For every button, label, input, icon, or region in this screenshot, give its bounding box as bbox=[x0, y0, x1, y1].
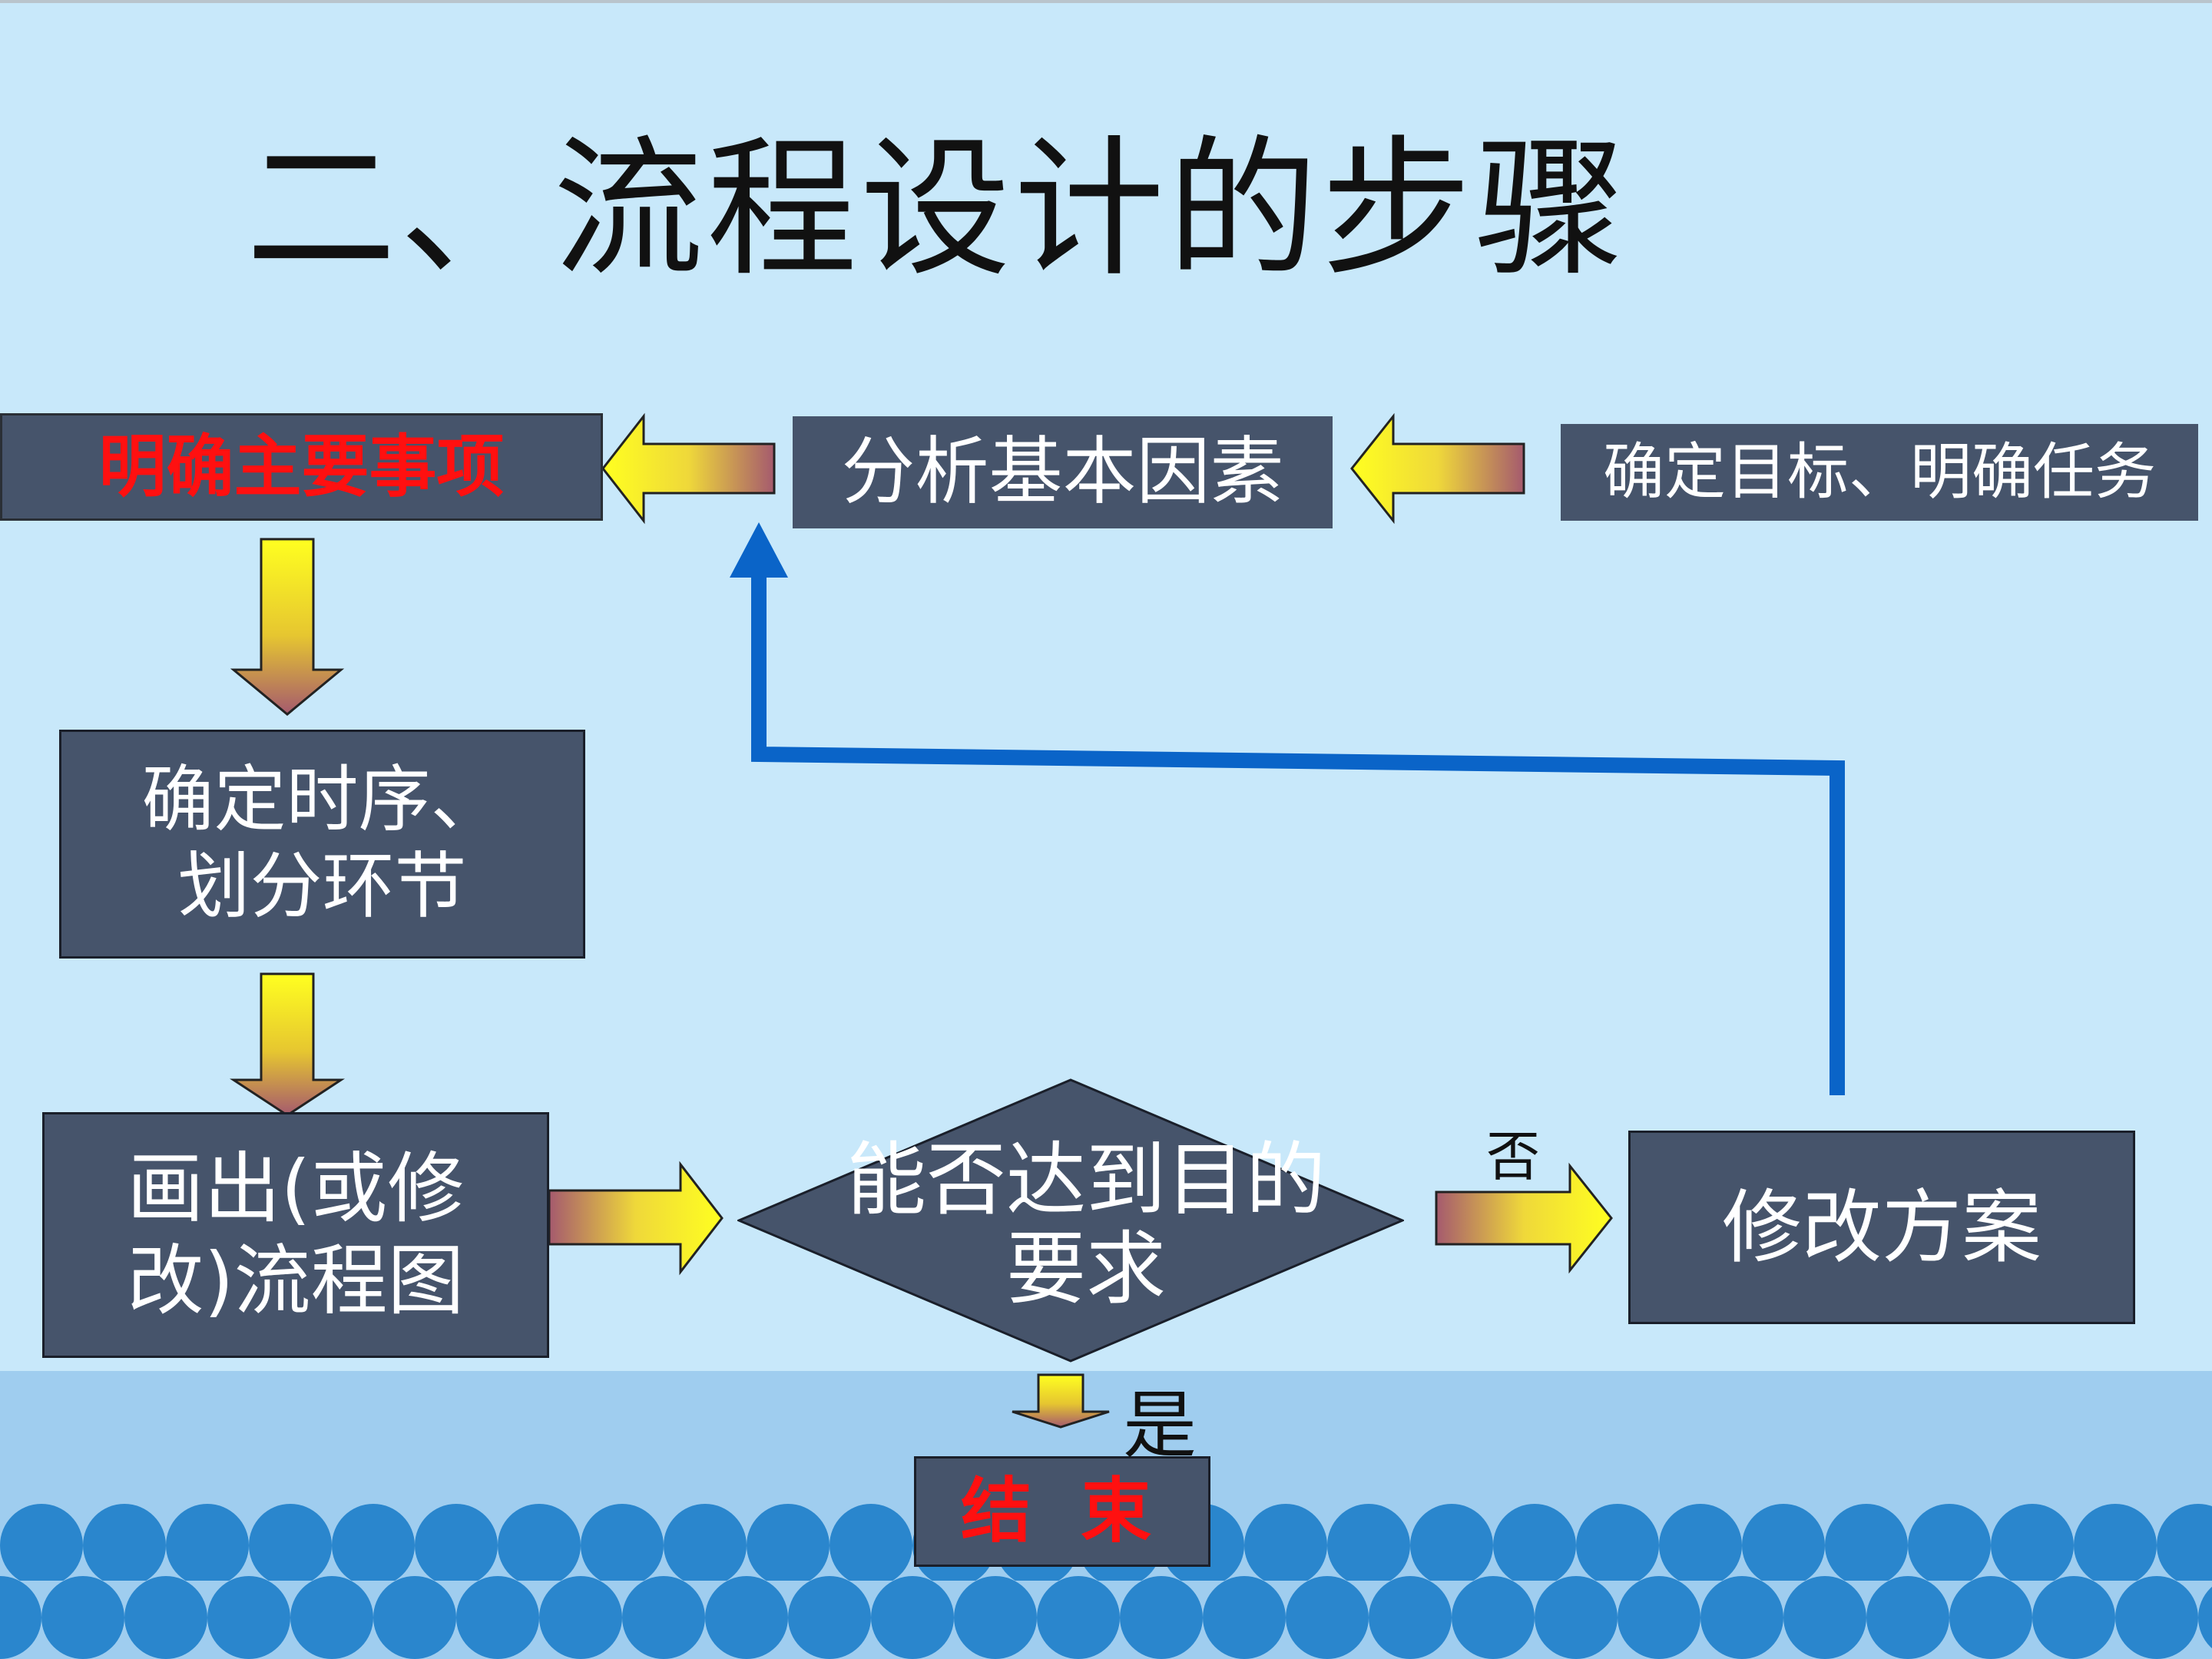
step-draw-label: 画出(或修 改)流程图 bbox=[127, 1144, 465, 1326]
arrow-analyze-to-main bbox=[601, 412, 776, 525]
step-timing-label: 确定时序、 划分环节 bbox=[141, 758, 503, 929]
step-main-items-box[interactable]: 明确主要事项 bbox=[0, 413, 603, 521]
decision-diamond[interactable]: 能否达到目的 要求 bbox=[737, 1078, 1404, 1363]
step-modify-box[interactable]: 修改方案 bbox=[1628, 1131, 2135, 1324]
step-end-label: 结 束 bbox=[960, 1469, 1164, 1552]
arrow-main-to-timing bbox=[230, 538, 345, 716]
slide-title: 二、流程设计的步骤 bbox=[246, 122, 1629, 297]
arrow-draw-to-decision bbox=[548, 1161, 724, 1276]
scallop-row-lower bbox=[0, 1576, 2212, 1659]
top-border bbox=[0, 0, 2212, 3]
step-modify-label: 修改方案 bbox=[1721, 1180, 2041, 1274]
step-goal-label: 确定目标、明确任务 bbox=[1603, 436, 2156, 508]
arrow-decision-to-modify bbox=[1435, 1162, 1613, 1274]
decision-shape bbox=[737, 1078, 1404, 1363]
step-timing-box[interactable]: 确定时序、 划分环节 bbox=[59, 730, 585, 959]
step-analyze-label: 分析基本因素 bbox=[841, 429, 1284, 515]
step-analyze-box[interactable]: 分析基本因素 bbox=[793, 416, 1333, 528]
step-draw-box[interactable]: 画出(或修 改)流程图 bbox=[42, 1112, 549, 1358]
branch-label-yes: 是 bbox=[1123, 1382, 1197, 1469]
step-end-box[interactable]: 结 束 bbox=[914, 1456, 1210, 1567]
arrow-goal-to-analyze bbox=[1350, 412, 1525, 525]
step-goal-box[interactable]: 确定目标、明确任务 bbox=[1561, 424, 2198, 521]
arrow-timing-to-draw bbox=[229, 972, 346, 1117]
step-main-items-label: 明确主要事项 bbox=[98, 427, 505, 507]
arrow-decision-to-end bbox=[1012, 1373, 1110, 1429]
feedback-line bbox=[751, 567, 1845, 1095]
decision-label: 能否达到目的 要求 bbox=[846, 1132, 1326, 1316]
branch-label-no: 否 bbox=[1486, 1125, 1540, 1188]
feedback-arrowhead bbox=[730, 522, 788, 578]
